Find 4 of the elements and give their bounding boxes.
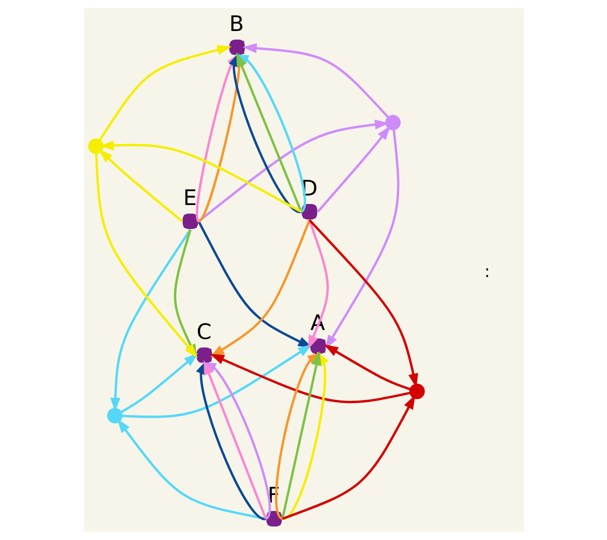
node-label: B	[228, 12, 244, 38]
node-label: E	[182, 186, 196, 212]
label: :	[484, 262, 490, 281]
node-label: C	[196, 320, 212, 346]
